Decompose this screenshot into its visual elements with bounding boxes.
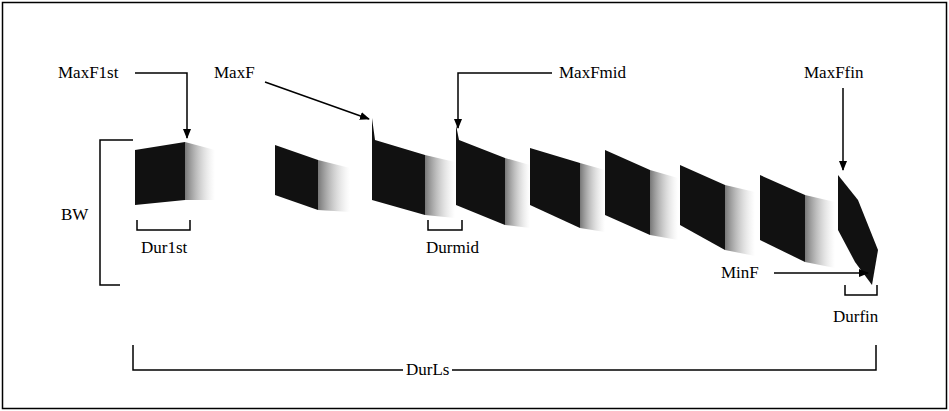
callout-label: MinF xyxy=(718,263,762,283)
callout-label: MaxF1st xyxy=(55,63,121,83)
callout-label: MaxF xyxy=(211,63,258,83)
dimension-label: Dur1st xyxy=(138,238,190,258)
dimension-label: DurLs xyxy=(403,360,452,380)
dimension-label: BW xyxy=(58,205,91,225)
callout-lines xyxy=(135,73,868,273)
callout-label: MaxFmid xyxy=(556,63,629,83)
callout-label: MaxFfin xyxy=(801,63,867,83)
brackets xyxy=(100,140,877,370)
dimension-label: Durmid xyxy=(423,238,482,258)
frame xyxy=(3,3,947,409)
dimension-label: Durfin xyxy=(830,307,881,327)
syllables xyxy=(135,118,878,285)
